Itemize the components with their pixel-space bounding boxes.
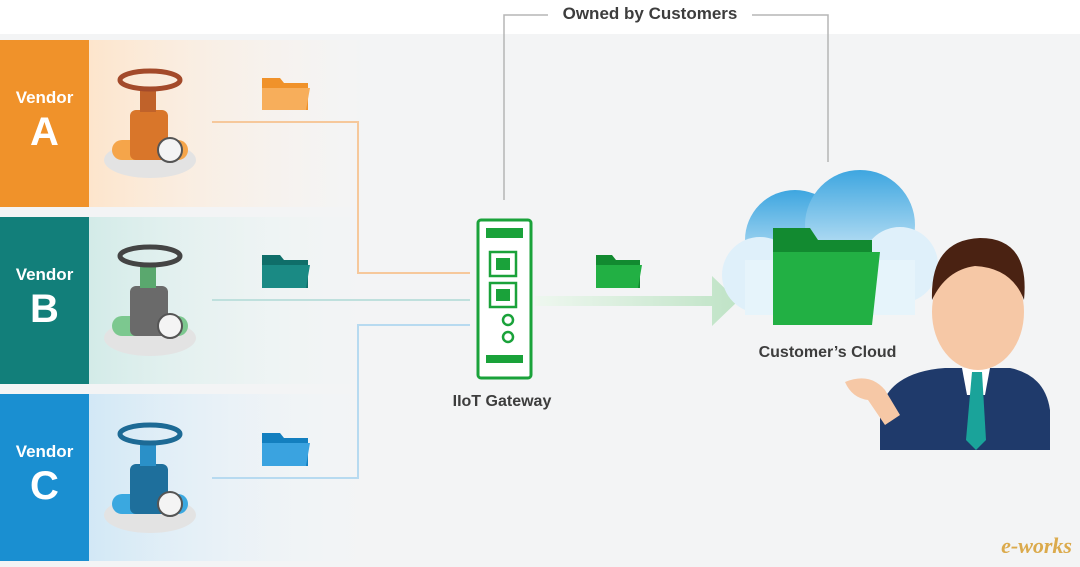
folder-icon-vendor-a	[262, 78, 310, 110]
iiot-gateway-label: IIoT Gateway	[452, 393, 552, 410]
vendor-b-word: Vendor	[15, 265, 74, 284]
watermark-logo: e-works	[1001, 533, 1072, 558]
connector-vendor-a	[212, 121, 470, 274]
owned-bracket-left	[503, 14, 548, 200]
customer-avatar	[845, 238, 1050, 450]
folder-icon-vendor-c	[262, 433, 310, 466]
arrow-to-cloud	[535, 276, 738, 326]
blue-valve-icon	[104, 422, 196, 533]
owned-by-customers-label: Owned by Customers	[550, 4, 750, 24]
customers-cloud-label: Customer’s Cloud	[758, 344, 897, 361]
folder-icon-gateway	[596, 255, 642, 288]
green-valve-icon	[104, 244, 196, 356]
vendor-c-word: Vendor	[15, 442, 74, 461]
owned-bracket-right	[752, 14, 829, 162]
vendor-a-word: Vendor	[15, 88, 74, 107]
folder-icon-cloud	[773, 228, 880, 325]
vendor-a-tag: Vendor A	[0, 40, 89, 207]
vendor-b-block	[0, 217, 89, 384]
vendor-a-letter: A	[30, 110, 59, 154]
vendor-b-tag: Vendor B	[0, 217, 89, 384]
vendor-c-letter: C	[30, 464, 59, 508]
vendor-c-tag: Vendor C	[0, 394, 89, 561]
connector-vendor-c	[212, 324, 470, 479]
iiot-gateway-device	[476, 218, 533, 380]
folder-icon-vendor-b	[262, 255, 310, 288]
vendor-a-block	[0, 40, 89, 207]
vendor-b-letter: B	[30, 287, 59, 331]
orange-valve-icon	[104, 68, 196, 178]
vendor-c-block	[0, 394, 89, 561]
